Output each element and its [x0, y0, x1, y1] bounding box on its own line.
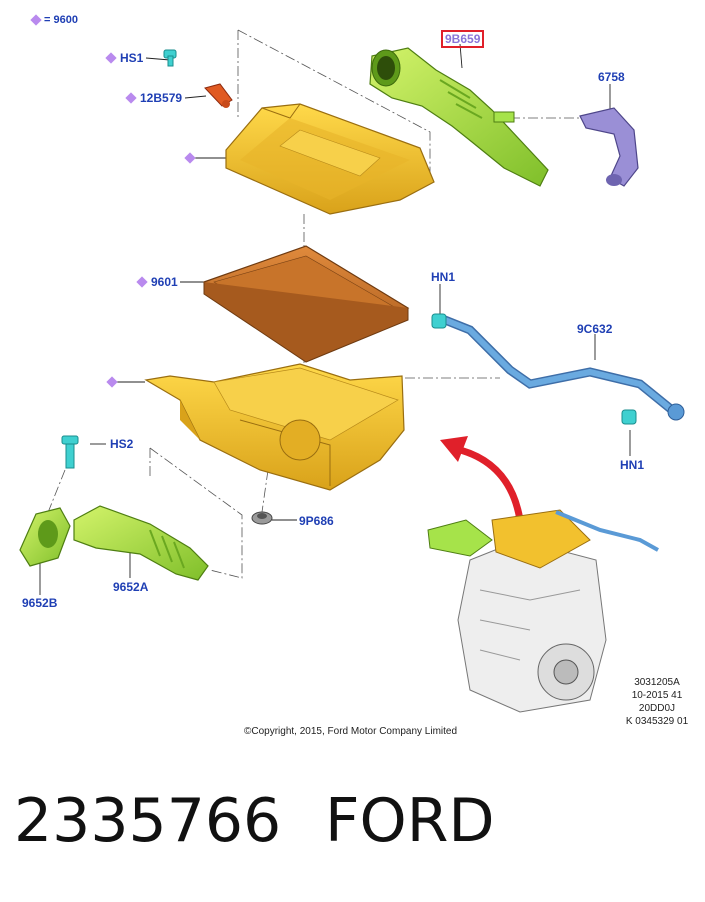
- callout-9652b: 9652B: [22, 596, 58, 610]
- callout-hs2: HS2: [110, 437, 134, 451]
- airbox-lower-housing: [144, 363, 405, 491]
- assembly-lines: [44, 29, 580, 579]
- reference-codes: 3031205A 10-2015 41 20DD0J K 0345329 01: [612, 676, 702, 728]
- bolt-hs1: [163, 49, 177, 67]
- airbox-upper-cover: [225, 103, 435, 215]
- air-duct-9b659: [369, 47, 549, 187]
- clip-hn1-bottom: [621, 409, 637, 425]
- callout-9p686: 9P686: [299, 514, 334, 528]
- callout-9b659: 9B659: [441, 30, 485, 48]
- air-duct-9652a: [73, 505, 209, 581]
- exploded-parts-diagram: [19, 29, 685, 713]
- reference-code-line: 10-2015 41: [631, 690, 683, 701]
- callout-6758: 6758: [598, 70, 625, 84]
- location-arrow: [440, 436, 524, 521]
- legend-text: = 9600: [44, 14, 78, 26]
- reference-code-line: 3031205A: [634, 677, 680, 688]
- part-number-heading: 2335766: [14, 786, 282, 856]
- callout-12b579: 12B579: [140, 91, 183, 105]
- copyright-notice: ©Copyright, 2015, Ford Motor Company Lim…: [244, 726, 458, 737]
- brand-heading: FORD: [325, 786, 495, 856]
- hose-6758: [579, 107, 639, 187]
- leader-lines: [39, 43, 631, 595]
- clip-hn1-top: [431, 313, 447, 329]
- sensor-12b579: [204, 83, 233, 108]
- bolt-hs2: [61, 435, 79, 469]
- callout-hs1: HS1: [120, 51, 144, 65]
- engine-overview-image: [427, 509, 659, 713]
- reference-code-line: K 0345329 01: [625, 716, 689, 727]
- callout-9c632: 9C632: [577, 322, 613, 336]
- pipe-9c632: [435, 313, 685, 421]
- callout-hn1-bottom: HN1: [620, 458, 645, 472]
- callout-hn1-top: HN1: [431, 270, 456, 284]
- reference-code-line: 20DD0J: [638, 703, 676, 714]
- callout-9601: 9601: [151, 275, 178, 289]
- grommet-9p686: [251, 511, 273, 525]
- callout-9652a: 9652A: [113, 580, 149, 594]
- air-filter-element: [202, 245, 410, 363]
- bracket-9652b: [19, 507, 71, 567]
